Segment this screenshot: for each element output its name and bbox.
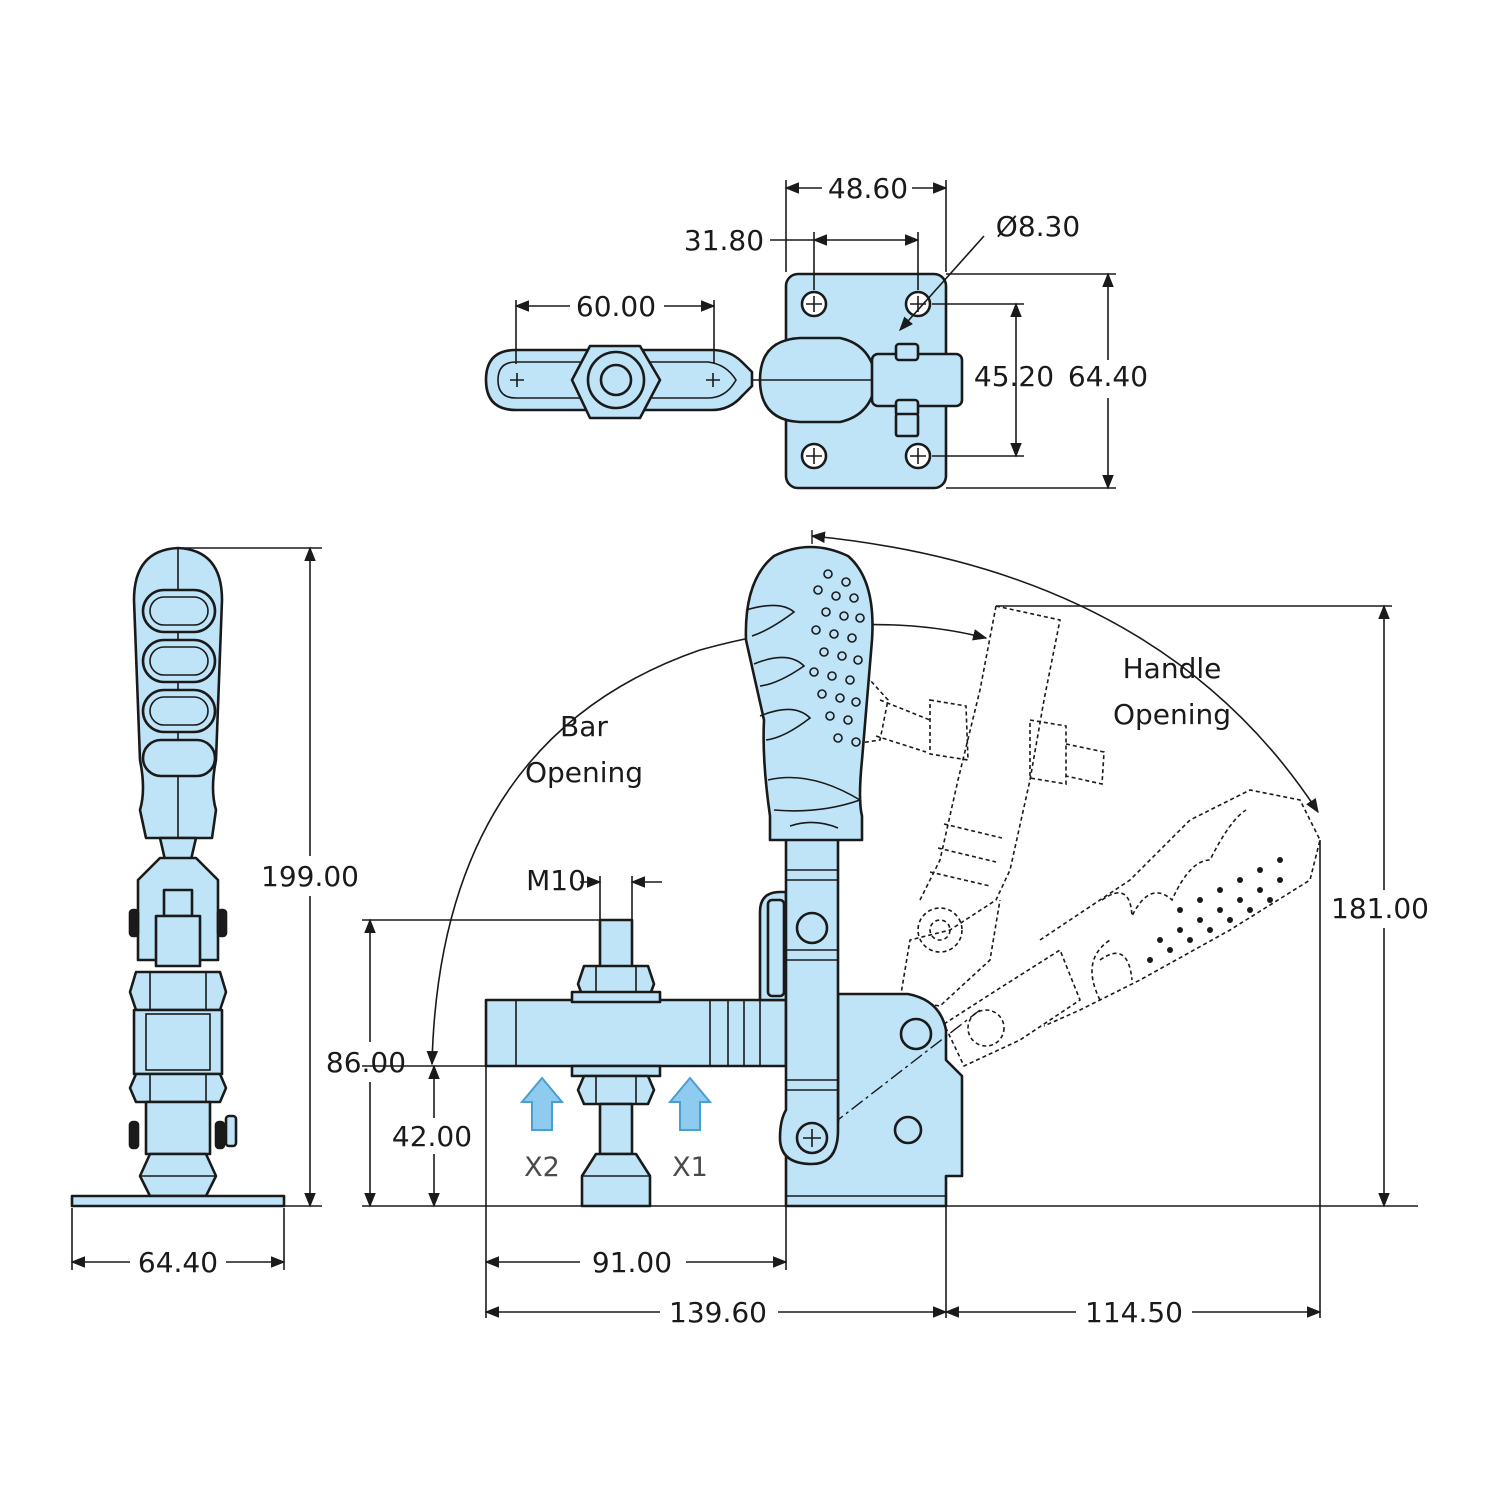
dim-114-50: 114.50 [1085,1296,1183,1329]
dim-hole-diameter: Ø8.30 [996,210,1080,243]
label-bar-opening-1: Bar [560,710,608,743]
top-view: 48.60 31.80 Ø8.30 60.00 45.20 64.40 [484,172,1148,490]
plus-hole-icon [510,290,932,470]
dim-48-60: 48.60 [828,172,908,205]
dim-64-40-top: 64.40 [1068,360,1148,393]
label-bar-opening-2: Opening [525,756,643,789]
open-handle-ghost [825,605,1105,1007]
dim-86-00: 86.00 [326,1046,406,1079]
label-x1: X1 [672,1152,708,1183]
front-view: X2 X1 Bar Opening Handle Opening M10 86.… [326,530,1429,1329]
dim-139-60: 139.60 [669,1296,767,1329]
side-view: 199.00 64.40 [70,546,359,1279]
dim-42-00: 42.00 [392,1120,472,1153]
front-handle-lever [778,836,840,1166]
front-clamp-bar [484,998,788,1068]
label-handle-opening-1: Handle [1123,652,1222,685]
dim-60-00: 60.00 [576,290,656,323]
dim-45-20: 45.20 [974,360,1054,393]
force-arrow-icon [519,1076,713,1131]
dim-64-40-side: 64.40 [138,1246,218,1279]
label-x2: X2 [524,1152,560,1183]
label-handle-opening-2: Opening [1113,698,1231,731]
dim-91-00: 91.00 [592,1246,672,1279]
dim-199-00: 199.00 [261,860,359,893]
front-handle-grip [744,545,874,842]
dim-181-00: 181.00 [1331,892,1429,925]
open-handle-ghost-angled [942,789,1321,1068]
handle-opening-arc [810,531,1319,814]
dim-m10: M10 [526,864,586,897]
side-base-plate [70,1194,286,1208]
dim-31-80: 31.80 [684,224,764,257]
